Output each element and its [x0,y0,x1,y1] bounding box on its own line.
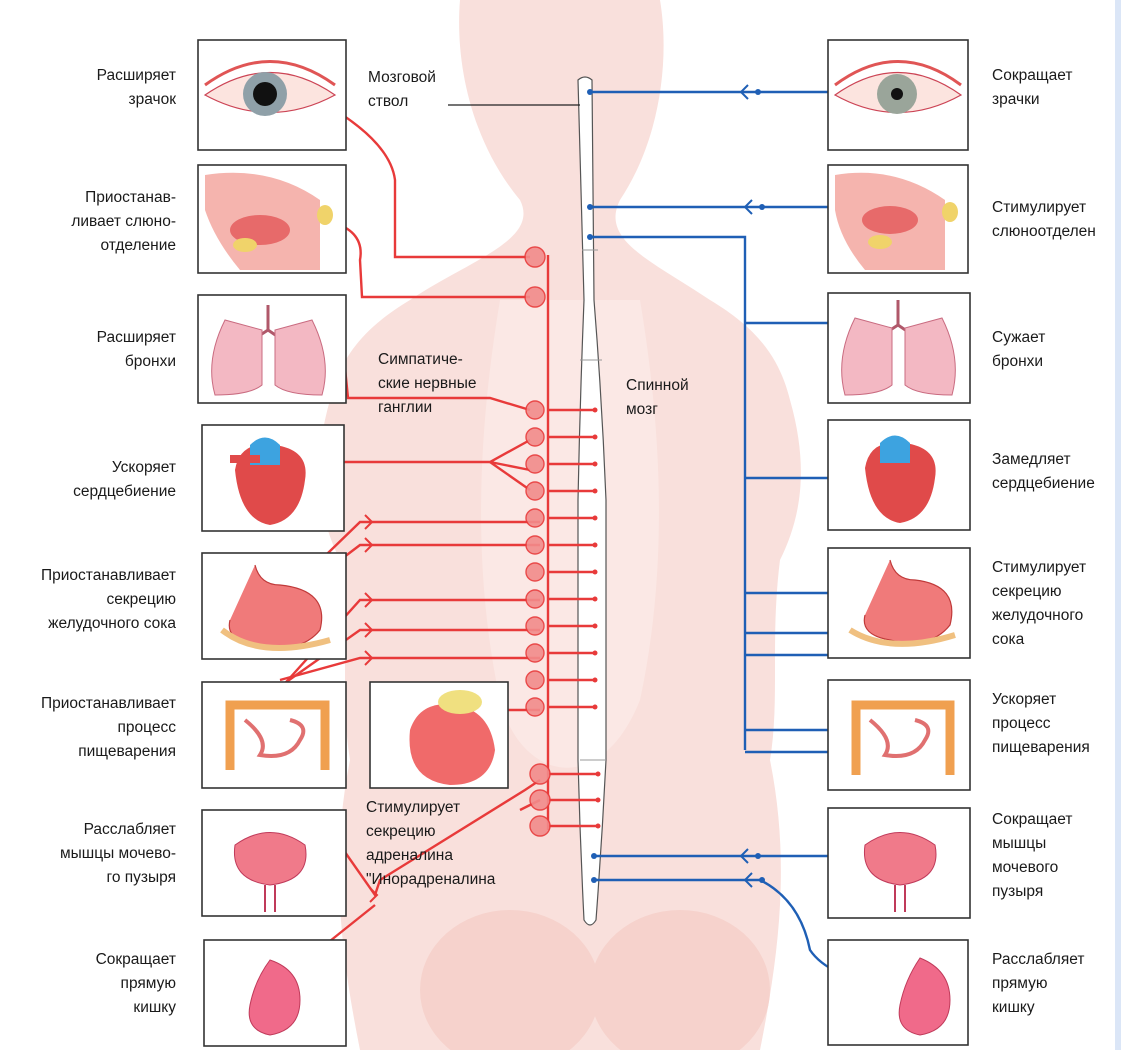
cord-dot [587,204,593,210]
label-stops-digestion: Приостанавливает процесс пищеварения [41,692,176,764]
cord-dot [593,678,598,683]
ganglion [525,247,545,267]
bladder-icon [828,808,970,918]
intestine-icon [202,682,346,788]
window-edge-bar [1115,0,1121,1050]
mouth-icon [828,165,968,273]
cord-dot [596,824,601,829]
cord-dot [596,798,601,803]
ganglion [526,428,544,446]
adrenal-icon [370,682,508,788]
label-spinal-cord: Спинной мозг [626,374,689,422]
ganglion [526,509,544,527]
bladder-icon [202,810,346,916]
cord-dot [593,516,598,521]
cord-dot [591,853,597,859]
lungs-icon [198,295,346,403]
ganglion [526,671,544,689]
ganglion [526,563,544,581]
cord-dot [591,877,597,883]
label-dilates-bronchi: Расширяет бронхи [97,326,176,374]
label-relaxes-bladder: Расслабляет мышцы мочево- го пузыря [60,818,176,890]
label-accelerates-digestion: Ускоряет процесс пищеварения [992,688,1090,760]
ganglion [526,644,544,662]
label-contracts-bladder: Сокращает мышцы мочевого пузыря [992,808,1072,904]
label-stops-gastric-secretion: Приостанавливает секрецию желудочного со… [41,564,176,636]
mouth-icon [198,165,346,273]
ganglion [526,401,544,419]
label-constricts-pupils: Сокращает зрачки [992,64,1072,112]
rectum-icon [828,940,968,1045]
ganglion [526,617,544,635]
cord-dot [596,772,601,777]
label-slows-heartbeat: Замедляет сердцебиение [992,448,1095,496]
cord-dot [593,624,598,629]
label-adrenal-secretion: Стимулирует секрецию адреналина "Инорадр… [366,796,495,892]
cord-dot [759,204,765,210]
eye-icon [828,40,968,150]
label-sympathetic-ganglia: Симпатиче- ские нервные ганглии [378,348,476,420]
label-contracts-rectum: Сокращает прямую кишку [96,948,176,1020]
heart-icon [828,420,970,530]
ganglion [530,816,550,836]
cord-dot [759,877,765,883]
cord-dot [593,597,598,602]
label-accelerates-heartbeat: Ускоряет сердцебиение [73,456,176,504]
cord-dot [587,234,593,240]
cord-dot [593,489,598,494]
label-stimulates-salivation: Стимулирует слюноотделен [992,196,1096,244]
cord-dot [593,570,598,575]
cord-dot [593,408,598,413]
body-silhouette [319,0,801,1050]
ganglion [530,764,550,784]
label-stimulates-gastric-secretion: Стимулирует секрецию желудочного сока [992,556,1086,652]
ganglion [526,536,544,554]
cord-dot [593,435,598,440]
ganglion [526,482,544,500]
ganglion [530,790,550,810]
cord-dot [593,705,598,710]
ganglion [526,590,544,608]
label-stops-salivation: Приостанав- ливает слюно- отделение [71,186,176,258]
intestine-icon [828,680,970,790]
cord-dot [593,651,598,656]
stomach-icon [828,548,970,658]
lungs-icon [828,293,970,403]
cord-dot [593,462,598,467]
label-relaxes-rectum: Расслабляет прямую кишку [992,948,1084,1020]
right-organ-panels [828,40,970,1045]
cord-dot [755,89,761,95]
eye-icon [198,40,346,150]
heart-icon [202,425,344,531]
cord-dot [587,89,593,95]
cord-dot [593,543,598,548]
label-constricts-bronchi: Сужает бронхи [992,326,1045,374]
ganglion [526,455,544,473]
rectum-icon [204,940,346,1046]
label-dilates-pupil: Расширяет зрачок [97,64,176,112]
ganglion [526,698,544,716]
label-brainstem: Мозговой ствол [368,66,436,114]
stomach-icon [202,553,346,659]
ganglion [525,287,545,307]
cord-dot [755,853,761,859]
